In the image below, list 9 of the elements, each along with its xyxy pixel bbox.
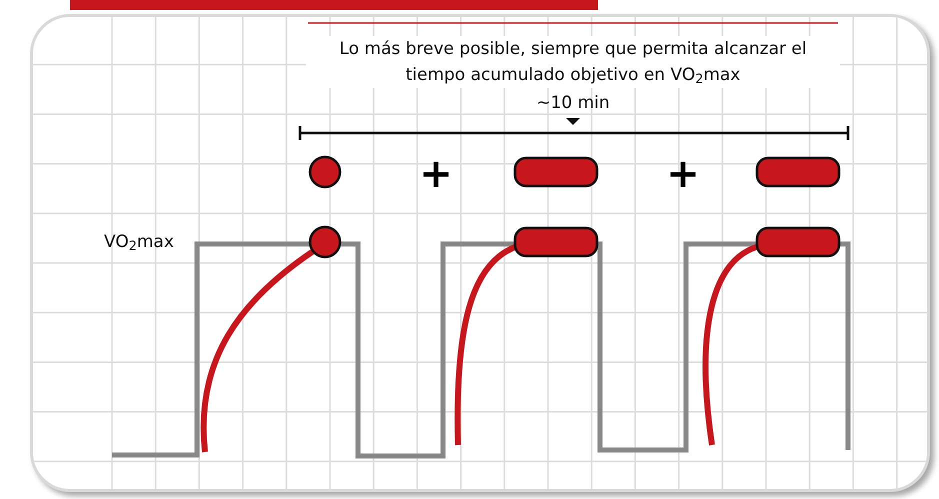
long-interval-pill: [514, 226, 598, 258]
long-interval-pill: [756, 156, 840, 188]
axis-label: VO$_{2}$max: [104, 231, 174, 254]
long-interval-pill: [514, 156, 598, 188]
plus-sign: +: [665, 152, 701, 196]
plus-sign: +: [418, 152, 454, 196]
duration-label: ~10 min: [535, 92, 611, 114]
description-text: Lo más breve posible, siempre que permita alcanzar el tiempo acumulado objetivo en VO$_{2}$max: [306, 36, 840, 88]
long-interval-pill: [756, 226, 840, 258]
